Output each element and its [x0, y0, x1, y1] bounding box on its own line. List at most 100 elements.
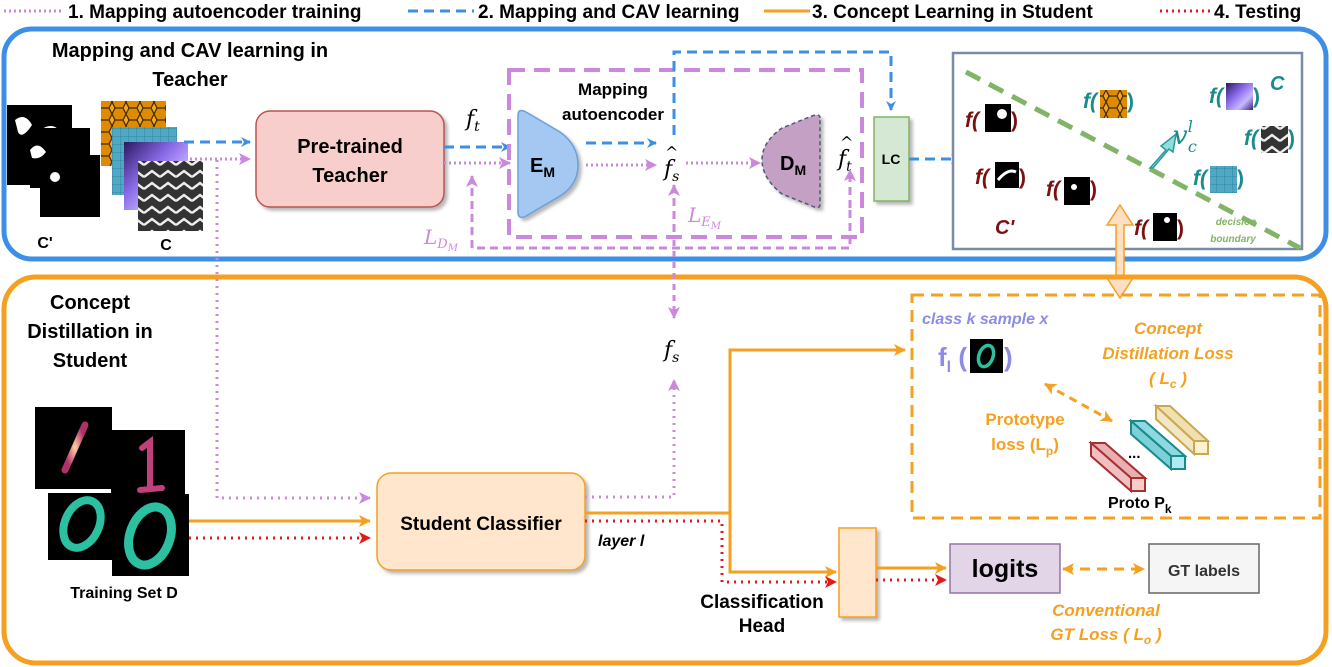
svg-text:LC: LC — [882, 151, 901, 167]
legend: 1. Mapping autoencoder training 2. Mappi… — [4, 2, 1301, 23]
svg-text:f(: f( — [1083, 90, 1099, 113]
gt-loss-label: Conventional — [1052, 601, 1161, 620]
student-to-fs-arrow — [585, 379, 680, 499]
svg-text:2. Mapping and CAV learning: 2. Mapping and CAV learning — [478, 2, 739, 23]
concept-distillation-double-arrow — [1105, 203, 1135, 300]
student-panel-title: Concept — [50, 292, 130, 314]
pos-concept-feature-1: f( ) — [1083, 90, 1134, 118]
svg-text:): ) — [1177, 217, 1184, 240]
svg-text:...: ... — [1128, 445, 1141, 462]
prototype-loss-label: Prototype — [985, 410, 1064, 429]
svg-text:^: ^ — [840, 133, 853, 152]
svg-text:4. Testing: 4. Testing — [1214, 2, 1301, 23]
layer-to-distill-arrow — [585, 344, 906, 515]
svg-text:Teacher: Teacher — [312, 165, 387, 187]
decision-boundary-line — [964, 69, 1302, 251]
svg-text:): ) — [1253, 85, 1260, 108]
student-feature-label: fs — [662, 338, 679, 366]
student-panel — [1, 274, 1329, 666]
legend-item-concept-learning-student: 3. Concept Learning in Student — [764, 2, 1093, 23]
mapping-autoencoder-box — [507, 68, 864, 239]
neg-concept-region-label: C' — [995, 217, 1015, 239]
svg-text:Student: Student — [53, 350, 128, 372]
svg-text:): ) — [1237, 167, 1244, 190]
cav-space-panel: decision boundary f( ) f( ) f( ) f( ) C'… — [951, 51, 1304, 251]
student-classifier-box: Student Classifier — [376, 472, 586, 571]
prototype-blocks: ... Proto Pk — [1088, 403, 1211, 516]
svg-text:): ) — [1011, 109, 1018, 132]
svg-text:1. Mapping autoencoder trainin: 1. Mapping autoencoder training — [68, 2, 361, 23]
reconstructed-teacher-feature: ft ^ — [836, 133, 853, 175]
encoder-block: EM — [517, 109, 579, 219]
concept-distillation-loss-label: Concept — [1134, 319, 1203, 338]
svg-text:autoencoder: autoencoder — [562, 105, 664, 124]
legend-item-mapping-autoencoder-training: 1. Mapping autoencoder training — [4, 2, 361, 23]
svg-text:f(: f( — [1046, 178, 1062, 201]
mapping-autoencoder-title: Mapping — [578, 80, 648, 99]
gt-labels-box: GT labels — [1148, 543, 1260, 594]
svg-text:Distillation in: Distillation in — [27, 321, 153, 343]
svg-text:Teacher: Teacher — [152, 69, 227, 91]
positive-concept-images: C — [101, 101, 203, 254]
student-space-feature-hat: fs ^ — [662, 143, 679, 185]
svg-text:): ) — [1127, 90, 1134, 113]
classification-head-label: Classification — [700, 592, 824, 613]
svg-text:): ) — [1004, 342, 1013, 372]
prototype-loss-arrow — [1044, 382, 1113, 423]
teacher-panel-title: Mapping and CAV learning in — [52, 40, 328, 62]
svg-text:Head: Head — [739, 616, 785, 637]
svg-text:logits: logits — [972, 555, 1039, 583]
decoder-label: DM — [780, 153, 806, 178]
concept-distillation-box — [910, 293, 1322, 520]
training-set-label: Training Set D — [70, 585, 178, 602]
prototype-block-yellow — [1153, 403, 1211, 457]
svg-text:): ) — [1090, 178, 1097, 201]
pos-concept-feature-2: f( ) — [1209, 83, 1260, 110]
negative-concept-images: C' — [7, 105, 100, 252]
layer-to-head-arrow — [728, 513, 837, 578]
fshat-to-lc-arrow — [672, 50, 896, 135]
neg-concept-feature-2: f( ) — [975, 162, 1026, 189]
layer-label: layer l — [598, 533, 645, 550]
decoder-loss-loop-arrow — [466, 175, 852, 250]
neg-concept-feature-1: f( ) — [965, 104, 1018, 132]
svg-text:): ) — [1288, 127, 1295, 150]
svg-text:( Lc ): ( Lc ) — [1149, 369, 1187, 391]
sample-label: class k sample x — [922, 311, 1049, 328]
logits-box: logits — [949, 543, 1061, 594]
pos-concept-feature-3: f( ) — [1244, 126, 1295, 153]
svg-text:Pre-trained: Pre-trained — [297, 136, 403, 158]
decoder-loss-label: LDM — [423, 225, 459, 254]
svg-text:f(: f( — [1134, 217, 1150, 240]
linear-classifier-box: LC — [873, 116, 910, 202]
classification-head-box — [838, 527, 877, 618]
svg-text:Distillation Loss: Distillation Loss — [1102, 344, 1233, 363]
encoder-label: EM — [530, 155, 555, 180]
encoder-loss-label: LEM — [687, 203, 722, 232]
svg-text:GT Loss ( Lo ): GT Loss ( Lo ) — [1050, 625, 1162, 647]
svg-text:boundary: boundary — [1210, 234, 1256, 245]
svg-text:^: ^ — [665, 143, 678, 162]
teacher-panel — [1, 26, 1329, 262]
svg-text:GT labels: GT labels — [1168, 563, 1240, 580]
svg-text:f(: f( — [1209, 85, 1225, 108]
positive-concept-label: C — [160, 237, 172, 254]
pos-concept-feature-4: f( ) — [1193, 166, 1244, 193]
svg-text:f(: f( — [965, 109, 981, 132]
legend-item-mapping-cav-learning: 2. Mapping and CAV learning — [408, 2, 739, 23]
svg-text:f(: f( — [975, 166, 991, 189]
neg-concept-feature-4: f( ) — [1134, 213, 1184, 241]
svg-text:f(: f( — [1244, 127, 1260, 150]
concept-to-student-arrow — [215, 160, 371, 504]
negative-concept-label: C' — [37, 235, 52, 252]
prototype-block-teal — [1128, 418, 1188, 472]
prototype-label: Proto Pk — [1108, 495, 1172, 516]
pos-concept-region-label: C — [1270, 73, 1285, 95]
svg-text:Student Classifier: Student Classifier — [400, 514, 562, 535]
svg-text:f(: f( — [1193, 167, 1209, 190]
svg-text:fl (: fl ( — [938, 342, 967, 376]
prototype-block-red — [1088, 440, 1148, 494]
decoder-block: DM — [761, 114, 821, 209]
